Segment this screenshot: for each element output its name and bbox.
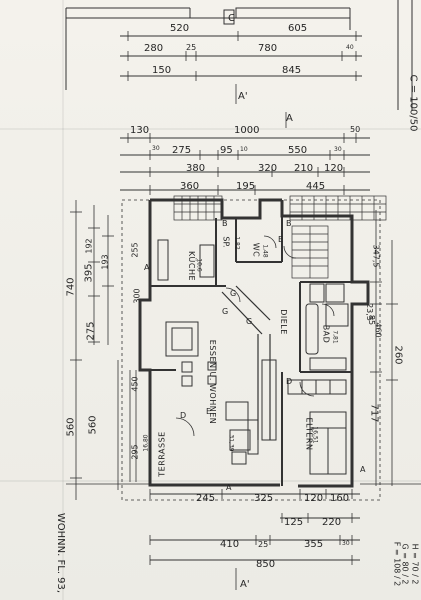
stat-g: G = 80 / 2 xyxy=(400,543,410,585)
dim-left-450: 450 xyxy=(130,376,140,392)
marker-d: D xyxy=(180,411,187,420)
dim-left-300: 300 xyxy=(132,288,142,304)
dim-bottom-1b: 325 xyxy=(254,493,274,504)
dim-right-260: 260 xyxy=(392,345,404,365)
dim-plan-2b: 275 xyxy=(172,145,192,156)
dim-bottom-1a: 245 xyxy=(196,493,216,504)
dim-right-717: 717 xyxy=(368,403,380,423)
marker-b-2: B xyxy=(286,219,292,228)
marker-d-2: D xyxy=(286,377,293,386)
section-marker-a-prime-bottom: A' xyxy=(240,579,250,590)
paper-crease xyxy=(0,128,421,130)
dim-top-2a: 280 xyxy=(144,43,164,54)
dim-bottom-3b: 25 xyxy=(258,540,269,549)
room-label-bad: BAD xyxy=(321,324,331,344)
room-area-terrasse: 16,80 xyxy=(142,434,150,452)
dim-plan-3c: 210 xyxy=(294,163,314,174)
dim-bottom-1d: 160 xyxy=(330,493,350,504)
section-marker-a-top: A xyxy=(286,113,293,124)
upper-outline xyxy=(65,7,351,90)
marker-b-1: B xyxy=(222,219,228,228)
dim-left-395: 395 xyxy=(83,263,95,283)
paper-crease xyxy=(62,0,64,600)
section-marker-a-prime-top: A' xyxy=(238,91,248,102)
dim-left-560b: 560 xyxy=(87,415,99,435)
room-area-kueche: 10,6 xyxy=(195,258,203,272)
marker-a-bottom: A xyxy=(226,483,232,492)
room-area-essen-wohnen: 31,39 xyxy=(227,434,235,452)
dim-bottom-3d: 30 xyxy=(342,540,350,547)
dim-plan-4b: 195 xyxy=(236,181,256,192)
dim-plan-2c: 95 xyxy=(220,145,233,156)
dim-right-460: 460 xyxy=(373,322,383,338)
paper-crease xyxy=(0,480,421,482)
dim-bottom-1c: 120 xyxy=(304,493,324,504)
dim-top-1a: 520 xyxy=(170,23,190,34)
room-area-eltern: 16,51 xyxy=(311,426,319,444)
dim-bottom-2b: 220 xyxy=(322,517,342,528)
dim-left-255: 255 xyxy=(130,242,140,258)
dim-bottom-3c: 355 xyxy=(304,539,324,550)
dim-top-2d: 40 xyxy=(346,44,354,51)
marker-e-2: E xyxy=(206,407,212,416)
dim-bottom-2a: 125 xyxy=(284,517,304,528)
dim-plan-4c: 445 xyxy=(306,181,326,192)
room-area-bad: 7,81 xyxy=(331,330,339,344)
dim-plan-2d: 10 xyxy=(240,146,248,153)
dim-left-295: 295 xyxy=(130,444,140,460)
dim-top-3a: 150 xyxy=(152,65,172,76)
dim-plan-1b: 1000 xyxy=(234,125,260,136)
dim-plan-2f: 30 xyxy=(334,146,342,153)
dim-plan-1c: 50 xyxy=(350,125,361,134)
room-label-sp: SP. xyxy=(221,236,231,248)
stat-f: F = 108 / 2 xyxy=(392,541,402,587)
dim-left-193: 193 xyxy=(100,254,110,270)
dim-bottom-4: 850 xyxy=(256,559,276,570)
dim-right-3475: 347,5 xyxy=(371,244,381,268)
marker-g-3: G xyxy=(246,317,253,326)
dim-bottom-3a: 410 xyxy=(220,539,240,550)
room-label-terrasse: TERRASSE xyxy=(157,431,167,477)
room-label-kueche: KÜCHE xyxy=(187,250,197,282)
dim-left-192: 192 xyxy=(84,238,94,254)
room-area-sp: 1,82 xyxy=(233,236,241,250)
marker-a-left: A xyxy=(144,263,150,272)
marker-g-2: G xyxy=(222,307,229,316)
dim-plan-3d: 120 xyxy=(324,163,344,174)
dim-top-2b: 25 xyxy=(186,43,197,52)
dim-left-275: 275 xyxy=(85,321,97,341)
room-label-diele: DIELE xyxy=(278,309,288,335)
dim-top-3b: 845 xyxy=(282,65,302,76)
dim-plan-2e: 550 xyxy=(288,145,308,156)
dim-plan-2a: 30 xyxy=(152,145,160,152)
living-area-note: WOHNN. FL. 93, xyxy=(55,512,67,594)
dim-left-560a: 560 xyxy=(65,417,77,437)
dim-plan-4a: 360 xyxy=(180,181,200,192)
dim-left-740: 740 xyxy=(65,277,77,297)
dim-plan-3b: 320 xyxy=(258,163,278,174)
scale-note: C = 100/50 xyxy=(407,74,419,132)
dim-plan-1a: 130 xyxy=(130,125,150,136)
marker-g-1: G xyxy=(230,289,237,298)
room-label-wc: WC xyxy=(251,242,261,258)
room-area-wc: 1,48 xyxy=(261,244,269,258)
dim-top-2c: 780 xyxy=(258,43,278,54)
marker-a-right: A xyxy=(360,465,366,474)
marker-e: E xyxy=(278,235,284,244)
section-marker-c: C xyxy=(228,13,235,24)
stat-h: H = 70 / 2 xyxy=(410,543,420,585)
site-boundary xyxy=(121,199,381,501)
dim-plan-3a: 380 xyxy=(186,163,206,174)
dim-top-1b: 605 xyxy=(288,23,308,34)
